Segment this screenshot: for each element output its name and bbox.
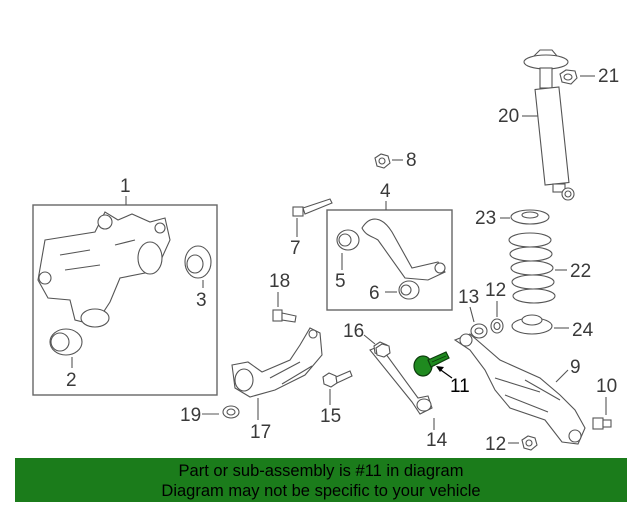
upper-arm-part[interactable] [361,218,446,281]
banner-line-1: Part or sub-assembly is #11 in diagram [178,462,464,480]
callout-18[interactable]: 18 [269,271,290,292]
washer-13-part[interactable] [470,323,488,339]
callout-24[interactable]: 24 [572,320,594,341]
bolt-18-part[interactable] [272,309,297,323]
callout-8[interactable]: 8 [406,150,417,171]
callout-6[interactable]: 6 [369,283,380,304]
trailing-arm-17-part[interactable] [231,327,323,398]
callout-10[interactable]: 10 [596,376,617,397]
callout-20[interactable]: 20 [498,106,519,127]
nut-12-upper-part[interactable] [490,318,504,334]
callout-23[interactable]: 23 [475,208,496,229]
callout-15[interactable]: 15 [320,406,341,427]
callout-22[interactable]: 22 [570,261,591,282]
banner-line-2: Diagram may not be specific to your vehi… [161,482,481,500]
callout-12-lower[interactable]: 12 [485,434,506,455]
bolt-11-highlighted-part[interactable] [413,351,450,377]
bushing-6-part[interactable] [398,280,420,300]
callout-11[interactable]: 11 [450,376,470,397]
coil-spring-22-part[interactable] [508,232,556,304]
callout-2[interactable]: 2 [66,370,77,391]
callout-3[interactable]: 3 [196,290,207,311]
bolt-10-part[interactable] [592,417,612,430]
spring-seat-24-part[interactable] [511,314,553,335]
callout-13[interactable]: 13 [458,287,479,308]
callout-14[interactable]: 14 [426,430,448,451]
shock-absorber-20-part[interactable] [523,49,575,201]
info-banner: Part or sub-assembly is #11 in diagram D… [15,458,627,502]
callout-4[interactable]: 4 [380,181,391,202]
nut-8-part[interactable] [374,153,391,169]
callout-21[interactable]: 21 [598,66,619,87]
knuckle-group-box [32,204,218,396]
callout-5[interactable]: 5 [335,271,346,292]
callout-1[interactable]: 1 [120,176,131,197]
bushing-5-part[interactable] [336,229,360,251]
nut-12-lower-part[interactable] [521,435,538,451]
bushing-2-part[interactable] [49,328,83,356]
bushing-3-part[interactable] [184,245,212,279]
bolt-15-part[interactable] [322,370,353,388]
upper-arm-group-box [326,209,453,311]
knuckle-part[interactable] [37,211,171,328]
nut-16-part[interactable] [375,343,391,358]
callout-19[interactable]: 19 [180,405,201,426]
callout-12-upper[interactable]: 12 [485,280,506,301]
callout-17[interactable]: 17 [250,422,271,443]
nut-21-part[interactable] [559,69,578,85]
callout-16[interactable]: 16 [343,321,364,342]
callout-9[interactable]: 9 [570,357,581,378]
lower-control-arm-9-part[interactable] [453,333,586,445]
parts-diagram: 1 2 3 4 5 6 [32,49,619,455]
spring-insulator-23-part[interactable] [510,209,550,225]
callout-7[interactable]: 7 [290,238,301,259]
washer-19-part[interactable] [222,405,240,419]
bolt-7-part[interactable] [292,198,333,217]
